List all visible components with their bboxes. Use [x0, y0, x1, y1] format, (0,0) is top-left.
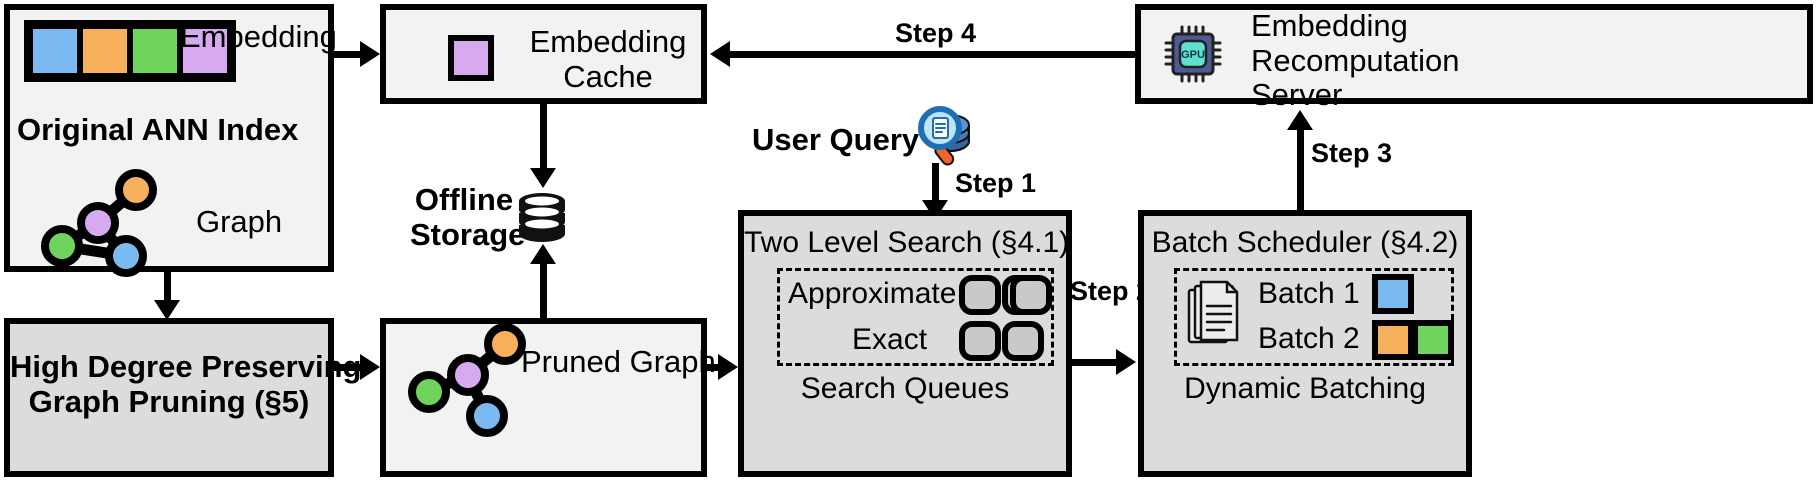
batch-2-label: Batch 2: [1258, 322, 1360, 355]
embedding-cache-title: Embedding Cache: [529, 24, 687, 94]
pruning-to-pruned-line: [334, 364, 364, 371]
step3-label: Step 3: [1311, 138, 1393, 168]
pruned-to-search-arrow-head: [718, 354, 738, 380]
step3-arrow-head: [1287, 110, 1313, 130]
search-queues-region: [777, 268, 1054, 366]
approximate-slot-3: [1010, 275, 1052, 315]
embedding-swatch-purple: [180, 26, 230, 76]
embedding-swatch-row: [24, 20, 236, 82]
batch-2-swatch-green: [1412, 320, 1454, 360]
step2-line: [1072, 359, 1130, 366]
graph-pruning-box: [4, 318, 334, 477]
pruned-graph-label: Pruned Graph: [521, 344, 716, 379]
database-icon: [516, 192, 568, 244]
gpu-chip-icon: GPU: [1163, 24, 1223, 84]
recomputation-server-box: [1135, 4, 1813, 104]
step1-line: [932, 163, 939, 207]
recomputation-server-title: Embedding Recomputation Server: [1251, 8, 1460, 113]
exact-label: Exact: [852, 323, 928, 356]
documents-icon: [1186, 280, 1248, 352]
embedding-swatch-blue: [30, 26, 80, 76]
pruned-to-storage-line: [540, 262, 547, 328]
graph-label: Graph: [196, 204, 283, 239]
embedding-cache-box: [380, 4, 707, 104]
pruned-to-storage-arrow-head: [530, 244, 556, 264]
svg-text:GPU: GPU: [1181, 49, 1205, 61]
step4-line: [730, 51, 1138, 58]
search-queues-footer: Search Queues: [800, 372, 1010, 405]
embedding-swatch-green: [130, 26, 180, 76]
two-level-search-title: Two Level Search (§4.1): [744, 226, 1070, 259]
embedding-swatch-orange: [80, 26, 130, 76]
pruned-graph-glyph: [403, 323, 533, 440]
arrow-index-to-cache-head: [360, 41, 380, 67]
step1-label: Step 1: [955, 168, 1037, 198]
index-to-pruning-arrow-head: [154, 300, 180, 320]
step3-line: [1297, 128, 1304, 210]
step4-arrow-head: [710, 41, 730, 67]
original-graph-glyph: [36, 168, 176, 277]
batch-scheduler-title: Batch Scheduler (§4.2): [1151, 226, 1459, 259]
pruning-to-pruned-arrow-head: [360, 354, 380, 380]
batch-1-label: Batch 1: [1258, 277, 1360, 310]
exact-slot-2: [1002, 321, 1044, 361]
batch-2-swatch-orange: [1372, 320, 1414, 360]
cache-to-storage-line: [540, 104, 547, 176]
pruned-to-search-line: [707, 364, 723, 371]
dynamic-batching-footer: Dynamic Batching: [1184, 372, 1426, 405]
original-ann-index-title: Original ANN Index: [17, 112, 299, 147]
user-query-label: User Query: [752, 122, 920, 157]
offline-storage-label: Offline Storage: [410, 182, 526, 252]
arrow-index-to-cache-line: [334, 51, 362, 58]
dynamic-batching-region: [1174, 268, 1454, 366]
embedding-cache-swatch: [448, 35, 494, 81]
graph-pruning-title: High Degree Preserving Graph Pruning (§5…: [10, 349, 362, 419]
search-document-icon: [900, 105, 972, 171]
step2-arrow-head: [1116, 349, 1136, 375]
batch-1-swatch-blue: [1372, 274, 1414, 314]
embedding-label: Embedding: [180, 19, 337, 54]
step4-label: Step 4: [895, 18, 977, 48]
index-to-pruning-line: [164, 272, 171, 308]
cache-to-storage-arrow-head: [530, 168, 556, 188]
approximate-slot-1: [959, 275, 1001, 315]
exact-slot-1: [959, 321, 1001, 361]
approximate-label: Approximate: [788, 277, 957, 310]
